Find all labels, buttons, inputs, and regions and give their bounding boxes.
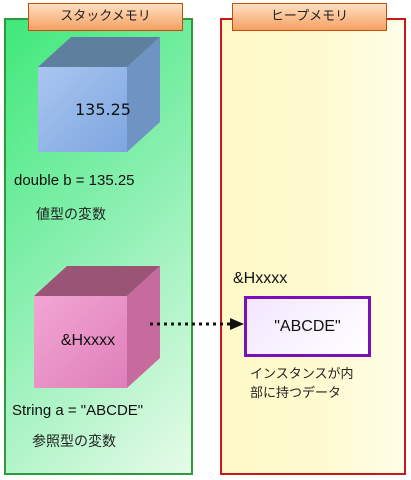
arrowhead (230, 318, 244, 330)
value-cube-front (38, 67, 127, 152)
stack-memory-label: スタックメモリ (28, 3, 183, 31)
heap-caption-line2: 部に持つデータ (250, 386, 342, 401)
reference-cube (34, 266, 160, 388)
reference-declaration: String a = "ABCDE" (12, 402, 144, 419)
value-cube-top (38, 37, 160, 67)
heap-address: &Hxxxx (233, 270, 288, 287)
heap-object-caption: インスタンスが内 部に持つデータ (250, 365, 380, 403)
reference-arrow (150, 318, 244, 330)
value-cube-side (127, 37, 160, 152)
heap-object-text: "ABCDE" (274, 317, 341, 335)
heap-memory-label: ヒープメモリ (232, 3, 387, 31)
value-declaration: double b = 135.25 (14, 172, 135, 189)
heap-object: "ABCDE" (244, 296, 371, 357)
heap-memory-panel (220, 18, 406, 475)
reference-cube-side (127, 266, 160, 388)
reference-type-caption: 参照型の変数 (32, 434, 116, 450)
value-cube-text: 135.25 (75, 100, 131, 119)
heap-caption-line1: インスタンスが内 (250, 367, 354, 382)
reference-cube-text: &Hxxxx (60, 332, 116, 349)
reference-cube-front (34, 296, 127, 388)
value-type-caption: 値型の変数 (36, 207, 106, 223)
value-cube (38, 37, 160, 152)
reference-cube-top (34, 266, 160, 296)
